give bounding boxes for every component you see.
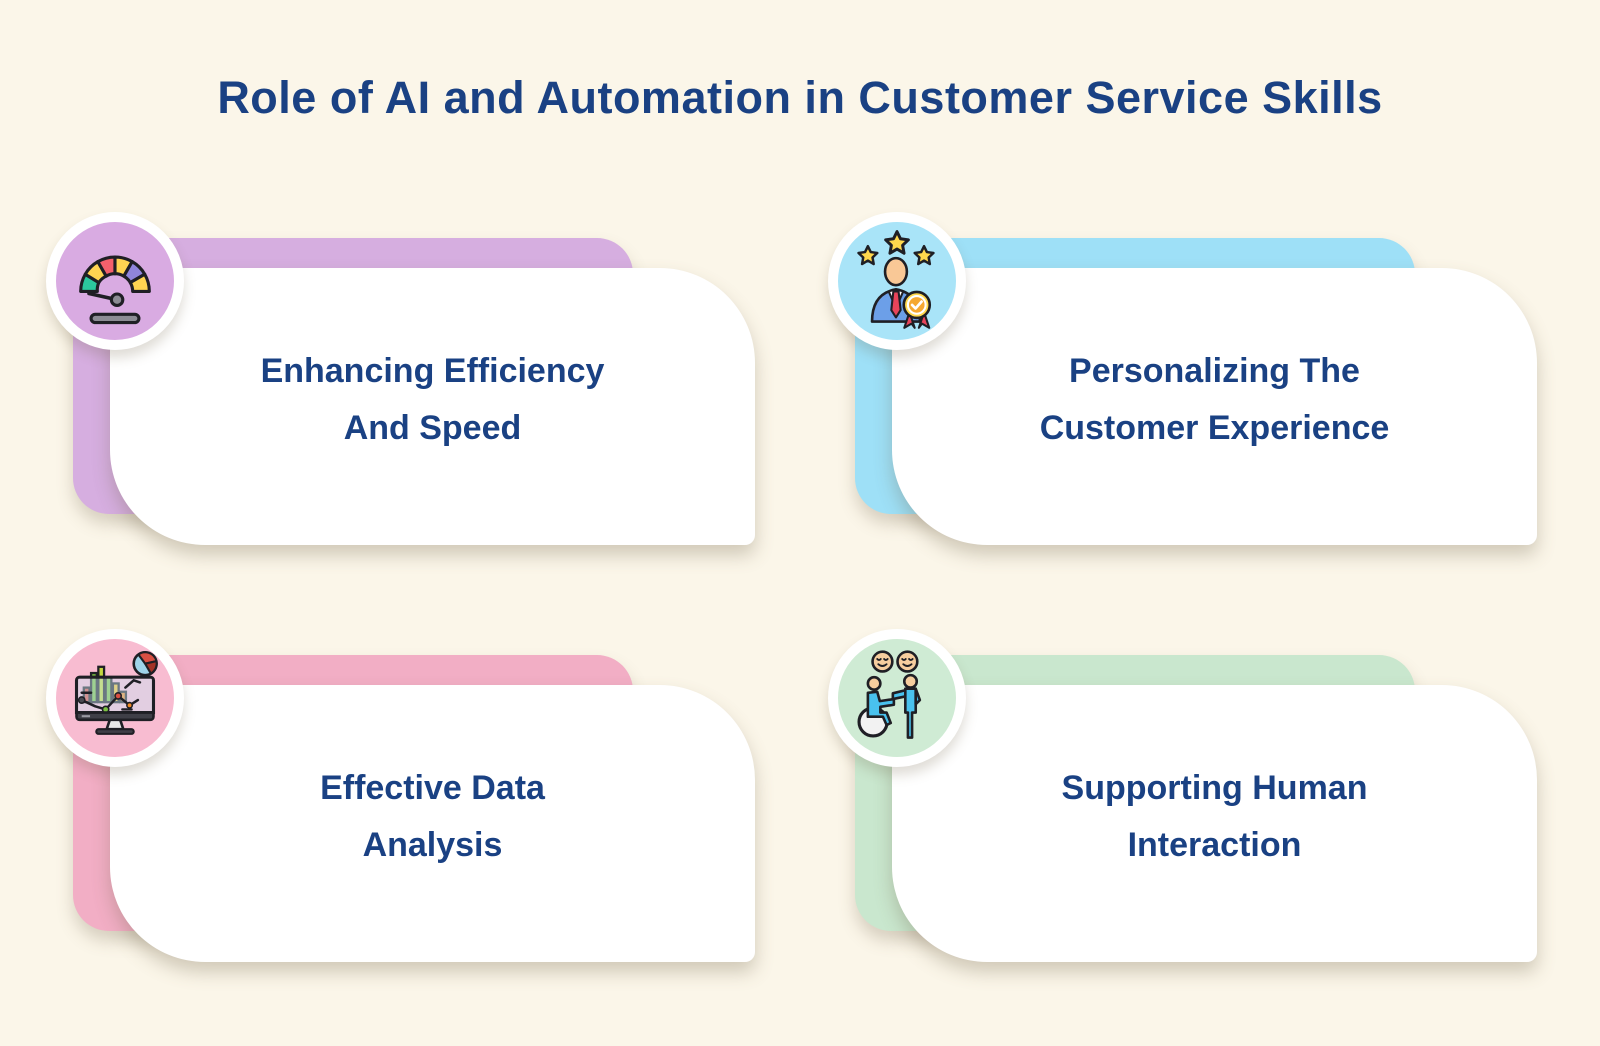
card-label: Supporting Human Interaction <box>1062 760 1368 888</box>
card-label-line1: Supporting Human <box>1061 768 1368 807</box>
speedometer-gauge-icon <box>46 212 184 350</box>
card-panel: Enhancing Efficiency And Speed <box>110 268 755 545</box>
card-label-line1: Effective Data <box>320 768 545 807</box>
card-panel: Personalizing The Customer Experience <box>892 268 1537 545</box>
card-label: Effective Data Analysis <box>320 760 545 888</box>
card-panel: Supporting Human Interaction <box>892 685 1537 962</box>
card-label-line2: Analysis <box>362 825 503 864</box>
card-label-line2: And Speed <box>343 408 522 447</box>
card-label-line2: Interaction <box>1127 825 1302 864</box>
card-personalizing-experience: Personalizing The Customer Experience <box>827 210 1555 562</box>
page-title: Role of AI and Automation in Customer Se… <box>217 72 1383 123</box>
card-label: Enhancing Efficiency And Speed <box>261 343 605 471</box>
card-panel: Effective Data Analysis <box>110 685 755 962</box>
card-label-line1: Enhancing Efficiency <box>260 351 605 390</box>
card-supporting-human-interaction: Supporting Human Interaction <box>827 627 1555 979</box>
card-label-line1: Personalizing The <box>1069 351 1360 390</box>
award-person-icon <box>828 212 966 350</box>
card-label: Personalizing The Customer Experience <box>1040 343 1390 471</box>
analytics-monitor-icon <box>46 629 184 767</box>
card-enhancing-efficiency: Enhancing Efficiency And Speed <box>45 210 773 562</box>
card-label-line2: Customer Experience <box>1039 408 1390 447</box>
assisting-people-icon <box>828 629 966 767</box>
card-effective-data-analysis: Effective Data Analysis <box>45 627 773 979</box>
